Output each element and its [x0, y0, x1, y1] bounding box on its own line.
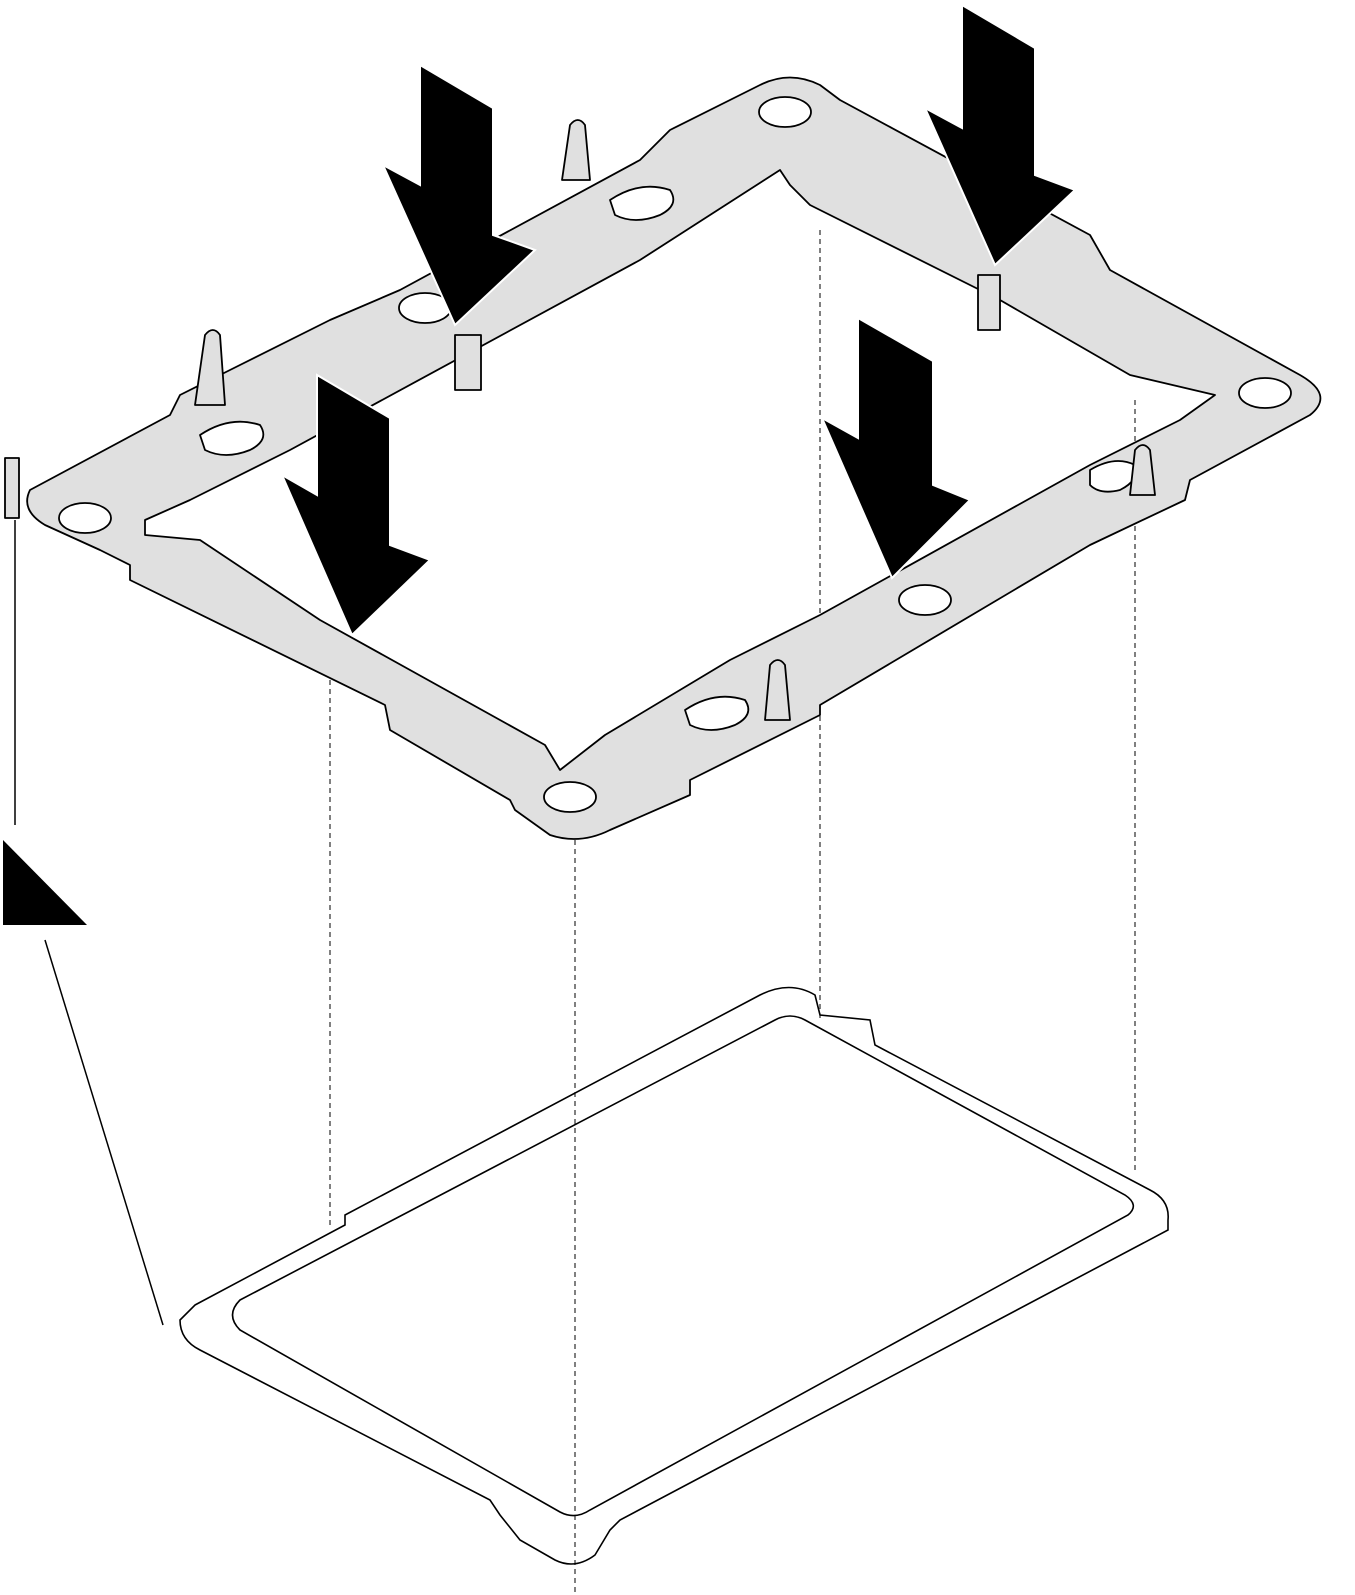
down-arrow-icon [922, 3, 1077, 267]
frame-cutout [684, 695, 750, 731]
down-arrow-icon [279, 373, 432, 637]
processor-carrier-frame [4, 76, 1322, 840]
frame-cutout [609, 185, 675, 221]
frame-hole [758, 96, 812, 128]
alignment-lines [14, 230, 1136, 1592]
frame-body [26, 76, 1322, 840]
frame-latch-tab [561, 119, 591, 181]
processor-inner-edge [231, 1015, 1135, 1517]
frame-cutout [199, 420, 265, 456]
frame-clip [454, 334, 482, 391]
frame-hole [543, 781, 597, 813]
pin-1-triangle-icon [3, 840, 87, 925]
frame-latch-tab [194, 329, 226, 406]
pin1-leader-line [44, 939, 164, 1326]
processor-outer-edge [179, 986, 1169, 1565]
frame-hole [1238, 377, 1292, 409]
press-arrows [279, 3, 1077, 637]
frame-latch-tab [1129, 444, 1156, 496]
frame-hole [898, 584, 952, 616]
frame-latch-tab [764, 659, 791, 721]
down-arrow-icon [380, 63, 537, 327]
frame-hole [58, 502, 112, 534]
frame-corner-tab [4, 457, 20, 519]
processor-outline [179, 986, 1169, 1565]
down-arrow-icon [819, 316, 972, 580]
frame-clip [977, 274, 1001, 331]
